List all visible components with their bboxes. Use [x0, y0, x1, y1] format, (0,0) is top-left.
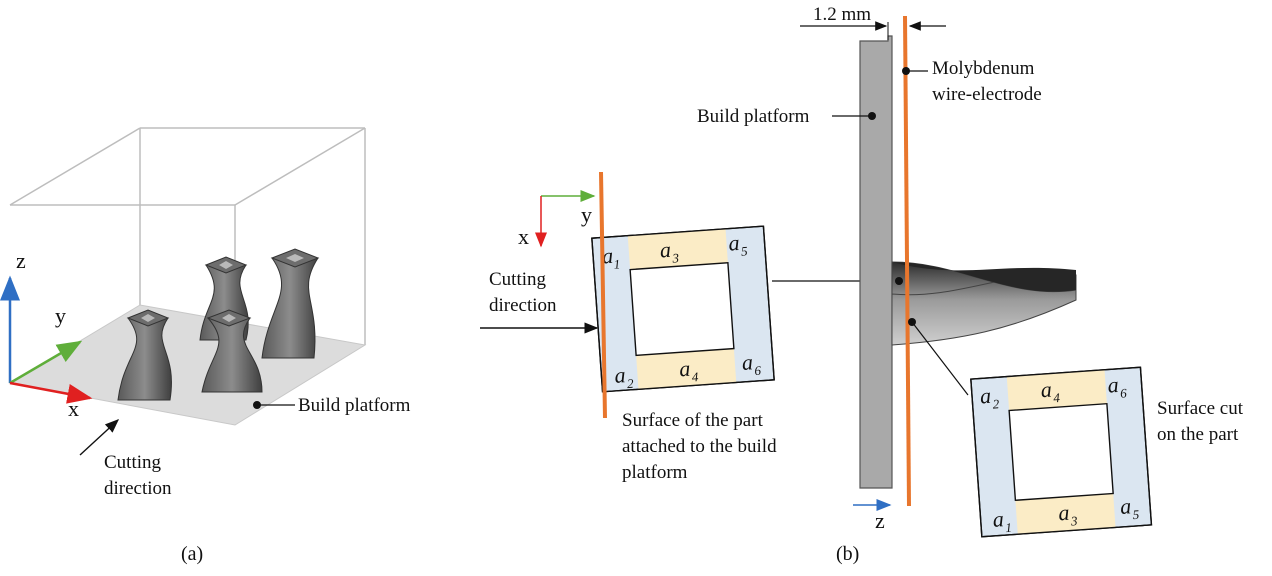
surface-attached-label-2: attached to the build	[622, 436, 777, 457]
r-a1-label: a	[992, 506, 1005, 532]
z-axis-label-b: z	[875, 508, 885, 533]
attached-surface-square: a 1 a 3 a 5 a 2 a 4 a 6	[591, 225, 775, 393]
z-axis-label: z	[16, 248, 26, 273]
surface-cut-label-1: Surface cut	[1157, 398, 1244, 419]
y-axis-label-b: y	[581, 202, 592, 227]
wire-electrode-main	[903, 15, 911, 507]
cutting-direction-label-b-1: Cutting	[489, 269, 547, 290]
r-a3-label: a	[1058, 500, 1071, 526]
a2-label: a	[614, 362, 627, 388]
x-axis-label-b: x	[518, 224, 529, 249]
cut-surface-square: a 2 a 4 a 6 a 1 a 3 a 5	[970, 366, 1153, 538]
a4-label: a	[678, 356, 691, 382]
surface-cut-label-2: on the part	[1157, 424, 1239, 445]
a6-sub: 6	[754, 363, 762, 378]
cutting-direction-label-2: direction	[104, 478, 172, 499]
twisted-part-3	[261, 248, 320, 359]
a1-sub: 1	[613, 256, 621, 271]
a3-label: a	[659, 237, 672, 263]
dimension-label: 1.2 mm	[813, 4, 871, 25]
y-axis-label: y	[55, 303, 66, 328]
r-a1-sub: 1	[1005, 520, 1013, 535]
a3-sub: 3	[671, 250, 680, 266]
twisted-part-4	[201, 309, 263, 393]
r-a2-label: a	[979, 383, 992, 409]
part-attach-dot	[895, 277, 903, 285]
r-a6-label: a	[1107, 372, 1120, 398]
caption-a: (a)	[181, 543, 203, 565]
cutting-direction-arrow	[79, 419, 120, 456]
cut-surface-leader	[911, 321, 969, 396]
r-a6-sub: 6	[1120, 385, 1128, 400]
r-a4-sub: 4	[1053, 390, 1061, 405]
r-a5-label: a	[1119, 493, 1132, 519]
panel-a: z y x Build platform Cutting direction (…	[0, 127, 411, 565]
cutting-direction-label-1: Cutting	[104, 452, 162, 473]
a5-label: a	[728, 230, 741, 256]
build-platform-label-b: Build platform	[697, 106, 810, 127]
wire-label-1: Molybdenum	[932, 58, 1035, 79]
build-platform-label: Build platform	[298, 395, 411, 416]
build-platform-side	[859, 35, 893, 489]
twisted-part-1	[117, 309, 172, 401]
a6-label: a	[741, 349, 754, 375]
wire-electrode-left	[599, 171, 607, 419]
surface-attached-label-3: platform	[622, 462, 688, 483]
y-axis-arrow	[9, 340, 83, 385]
panel-b: y x Cutting direction a 1 a 3 a 5 a 2 a …	[480, 4, 1244, 565]
build-platform-dot-b	[868, 112, 876, 120]
wire-label-2: wire-electrode	[932, 84, 1042, 105]
a5-sub: 5	[741, 243, 749, 258]
x-axis-label: x	[68, 396, 79, 421]
a4-sub: 4	[691, 369, 699, 384]
x-axis-arrow	[9, 381, 93, 404]
cutting-direction-label-b-2: direction	[489, 295, 557, 316]
surface-attached-label-1: Surface of the part	[622, 410, 764, 431]
r-a4-label: a	[1040, 377, 1053, 403]
a2-sub: 2	[627, 376, 635, 391]
caption-b: (b)	[836, 543, 859, 565]
r-a2-sub: 2	[992, 396, 1000, 411]
r-a3-sub: 3	[1069, 513, 1078, 529]
r-a5-sub: 5	[1132, 507, 1140, 522]
